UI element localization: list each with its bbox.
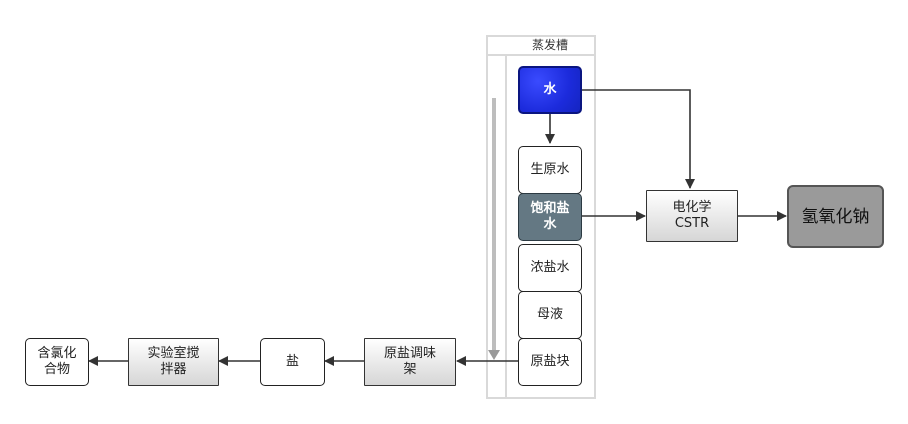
node-raw-salt-block[interactable]: 原盐块: [518, 338, 582, 386]
node-salt-label: 盐: [285, 354, 299, 369]
node-water[interactable]: 水: [518, 66, 582, 114]
node-saturated-brine-label-1: 饱和盐: [530, 201, 570, 216]
node-stirrer-label-2: 拌器: [160, 362, 187, 377]
swimlane-title: 蒸发槽: [531, 38, 568, 52]
edge-water-to-cstr: [582, 89, 695, 189]
node-chloride-compound[interactable]: 含氯化 合物: [25, 338, 89, 386]
node-chloride-label-1: 含氯化: [37, 346, 77, 361]
node-saturated-brine[interactable]: 饱和盐 水: [518, 193, 582, 241]
node-raw-water[interactable]: 生原水: [518, 146, 582, 194]
node-saturated-brine-label-2: 水: [543, 217, 557, 232]
node-seasoning-label-2: 架: [403, 362, 417, 377]
node-water-label: 水: [543, 82, 557, 97]
node-raw-salt-seasoning-rack[interactable]: 原盐调味 架: [364, 338, 456, 386]
node-stirrer-label-1: 实验室搅: [147, 346, 200, 361]
node-electrochemical-cstr[interactable]: 电化学 CSTR: [646, 190, 738, 242]
node-cstr-label-2: CSTR: [674, 216, 710, 231]
node-seasoning-label-1: 原盐调味: [383, 346, 436, 361]
swimlane-side-divider: [505, 54, 507, 397]
node-sodium-hydroxide-label: 氢氧化钠: [801, 206, 870, 227]
node-salt[interactable]: 盐: [260, 338, 325, 386]
node-cstr-label-1: 电化学: [672, 200, 712, 215]
node-mother-liquor[interactable]: 母液: [518, 291, 582, 339]
node-mother-liquor-label: 母液: [536, 307, 563, 322]
node-raw-salt-block-label: 原盐块: [530, 354, 570, 369]
evaporation-flow-arrowhead: [488, 350, 500, 360]
swimlane-header-divider: [488, 54, 594, 56]
node-lab-stirrer[interactable]: 实验室搅 拌器: [128, 338, 219, 386]
node-concentrated-brine-label: 浓盐水: [530, 260, 570, 275]
node-chloride-label-2: 合物: [43, 362, 70, 377]
node-sodium-hydroxide[interactable]: 氢氧化钠: [787, 185, 884, 248]
node-concentrated-brine[interactable]: 浓盐水: [518, 244, 582, 292]
node-raw-water-label: 生原水: [530, 162, 570, 177]
